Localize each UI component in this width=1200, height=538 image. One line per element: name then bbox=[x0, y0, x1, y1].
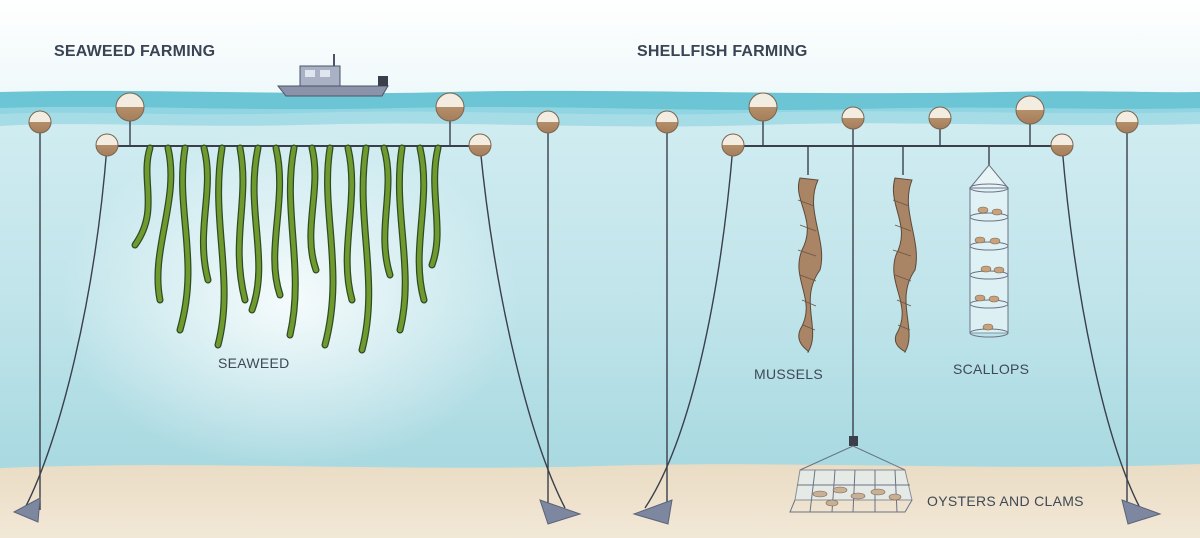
buoy bbox=[1050, 133, 1074, 157]
oyster-cage bbox=[789, 436, 913, 513]
mussels-label: MUSSELS bbox=[754, 366, 824, 382]
oysters-clams-label: OYSTERS AND CLAMS bbox=[927, 493, 1084, 509]
seaweed-buoys bbox=[28, 92, 560, 157]
mooring-line bbox=[24, 145, 108, 509]
shellfish-buoys bbox=[655, 92, 1139, 157]
buoy bbox=[115, 92, 145, 122]
seaweed-farming-title: SEAWEED FARMING bbox=[54, 43, 216, 60]
seaweed-label: SEAWEED bbox=[218, 355, 290, 371]
buoy bbox=[95, 133, 119, 157]
buoy bbox=[435, 92, 465, 122]
buoy bbox=[841, 106, 865, 130]
buoy bbox=[536, 110, 560, 134]
scallop-net bbox=[968, 164, 1010, 338]
scallops-label: SCALLOPS bbox=[953, 361, 1030, 377]
water-surface-highlight bbox=[0, 106, 1200, 127]
buoy bbox=[748, 92, 778, 122]
shellfish-farm bbox=[644, 108, 1141, 510]
anchors-shellfish bbox=[632, 499, 1162, 525]
anchor-left-1 bbox=[12, 497, 41, 523]
buoy bbox=[928, 106, 952, 130]
buoy bbox=[721, 133, 745, 157]
buoy bbox=[1015, 95, 1045, 125]
light-glow bbox=[60, 130, 520, 470]
mussel-rope-2 bbox=[893, 177, 917, 353]
mussel-rope-1 bbox=[798, 177, 823, 353]
buoy bbox=[468, 133, 492, 157]
anchor-right-1 bbox=[539, 499, 582, 525]
anchor-right bbox=[1121, 499, 1162, 525]
anchor-left bbox=[632, 499, 673, 525]
seaweed-blades bbox=[131, 144, 442, 354]
mussel-ropes bbox=[797, 177, 917, 353]
buoy bbox=[1115, 110, 1139, 134]
mooring-line bbox=[479, 145, 566, 509]
mooring-line bbox=[1061, 145, 1141, 509]
boat bbox=[276, 54, 389, 97]
shellfish-farming-title: SHELLFISH FARMING bbox=[637, 43, 808, 60]
anchors-seaweed bbox=[12, 497, 582, 525]
buoy bbox=[655, 110, 679, 134]
sky bbox=[0, 0, 1200, 100]
mooring-line bbox=[644, 145, 734, 509]
buoy bbox=[28, 110, 52, 134]
